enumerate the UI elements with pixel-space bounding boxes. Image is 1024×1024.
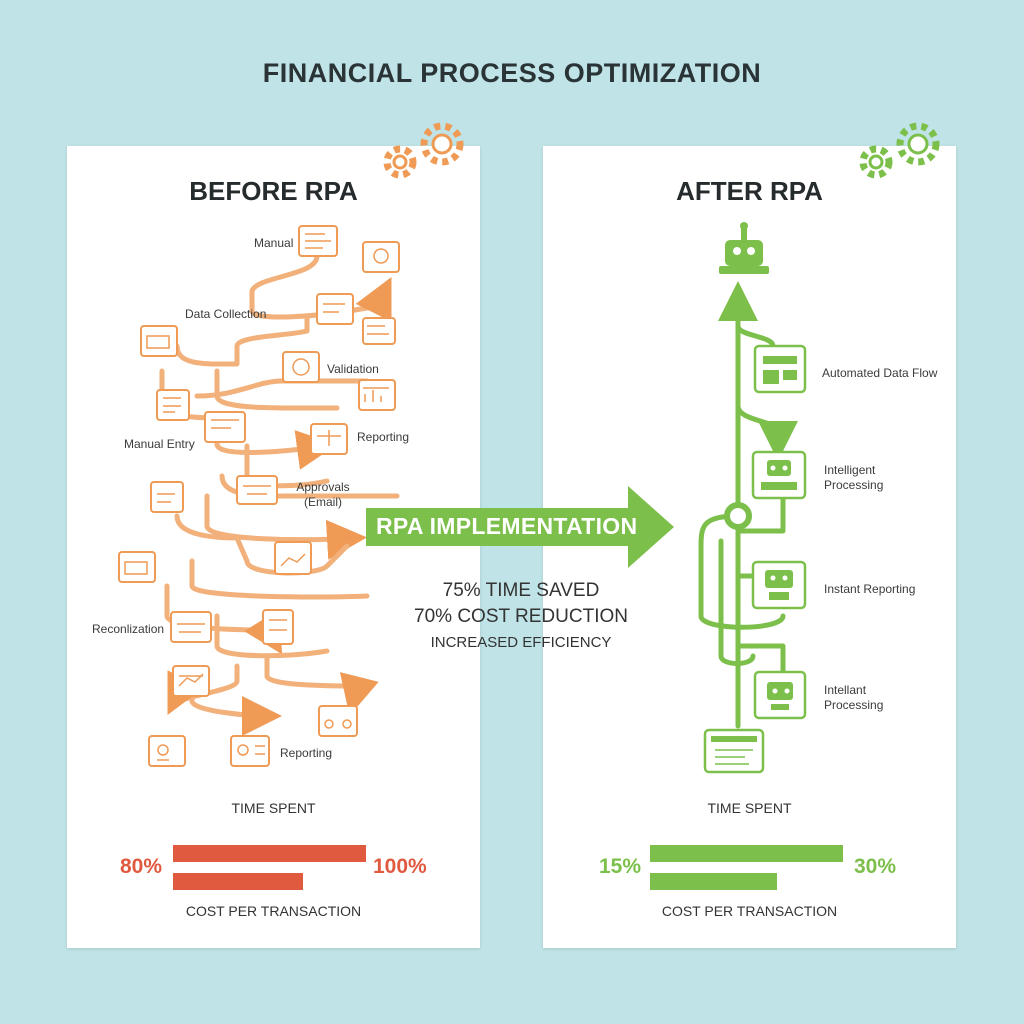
step-label-reporting: Reporting [357,430,410,444]
before-heading: BEFORE RPA [189,176,358,206]
after-cost-value: 30% [854,855,897,878]
benefit-cost-reduction: 70% COST REDUCTION [414,606,628,627]
step-label-data-collection: Data Collection [185,307,267,321]
step-label-instant-reporting: Instant Reporting [824,582,916,596]
step-label-manual: Manual [254,236,294,250]
before-cost-bar [173,873,303,890]
step-label-intelligent-processing: Intelligent Processing [824,463,884,492]
after-cost-bar [650,873,777,890]
before-time-label: TIME SPENT [231,800,316,816]
after-panel [543,146,956,948]
page-title: FINANCIAL PROCESS OPTIMIZATION [262,58,762,88]
before-cost-value: 100% [373,855,427,878]
benefit-efficiency: INCREASED EFFICIENCY [430,634,612,651]
step-label-validation: Validation [327,362,379,376]
rpa-implementation-arrow [366,486,674,568]
before-time-value: 80% [120,855,163,878]
after-heading: AFTER RPA [676,176,823,206]
step-label-reconciliation: Reconlization [92,622,165,636]
step-label-automated-data-flow: Automated Data Flow [822,366,938,380]
before-time-bar [173,845,366,862]
green-gears-icon [859,122,940,179]
after-cost-label: COST PER TRANSACTION [661,903,838,919]
benefit-time-saved: 75% TIME SAVED [442,580,600,601]
after-workflow-diagram [698,222,807,774]
rpa-implementation-label: RPA IMPLEMENTATION [376,513,638,539]
after-time-label: TIME SPENT [707,800,792,816]
step-label-intellant-processing: Intellant Processing [824,683,884,712]
orange-gears-icon [383,122,464,179]
step-label-manual-entry: Manual Entry [124,437,195,451]
after-time-value: 15% [599,855,642,878]
robot-icon [719,222,769,274]
before-workflow-diagram [118,225,400,767]
step-label-reporting-final: Reporting [280,746,333,760]
after-time-bar [650,845,843,862]
before-cost-label: COST PER TRANSACTION [185,903,362,919]
step-label-approvals: Approvals (Email) [296,480,350,509]
